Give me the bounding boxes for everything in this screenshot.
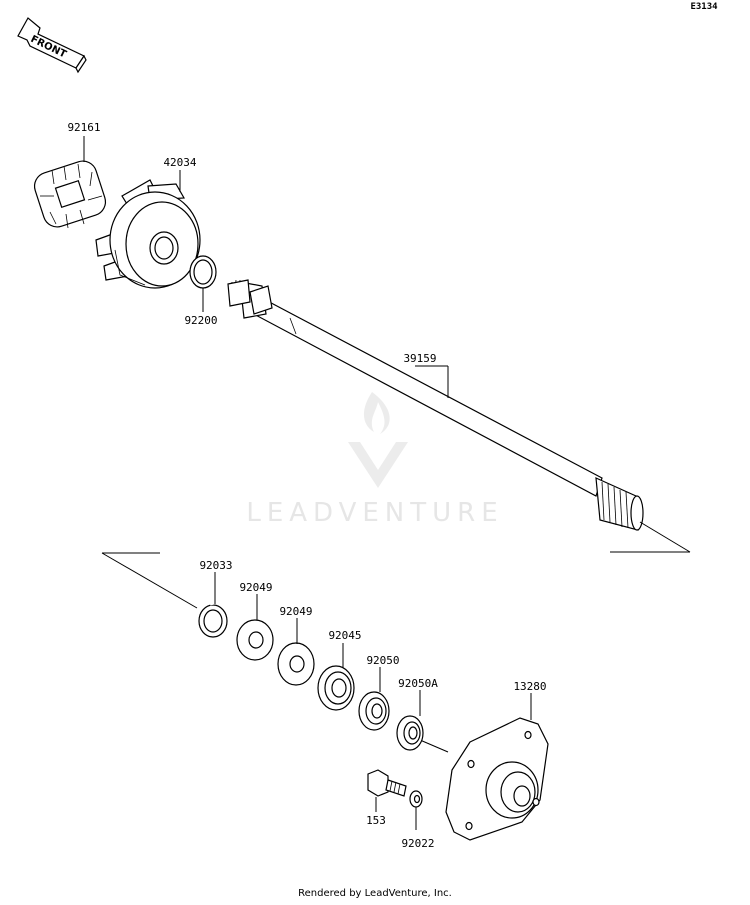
label-92033: 92033: [199, 559, 232, 572]
label-39159: 39159: [403, 352, 436, 365]
label-92050: 92050: [366, 654, 399, 667]
part-92050-oil-seal: [358, 691, 390, 731]
leadventure-watermark: LEADVENTURE: [246, 392, 503, 528]
part-92200-washer: [189, 255, 217, 289]
part-92045-bearing: [317, 665, 355, 711]
front-arrow-icon: FRONT: [17, 17, 87, 74]
label-92022: 92022: [401, 837, 434, 850]
part-42034-coupling: [95, 179, 201, 289]
label-92161: 92161: [67, 121, 100, 134]
part-92049-seal-b: [277, 642, 315, 686]
label-92045: 92045: [328, 629, 361, 642]
label-42034: 42034: [163, 156, 196, 169]
reference-line-housing: [419, 739, 449, 753]
label-92200: 92200: [184, 314, 217, 327]
part-92049-seal-a: [236, 619, 274, 661]
diagram-code: E3134: [690, 2, 718, 12]
reference-line-lower: [101, 552, 198, 609]
part-13280-bearing-housing: [445, 717, 549, 841]
part-39159-drive-shaft: [227, 279, 644, 531]
part-92161-damper: [33, 160, 107, 229]
part-92022-washer: [409, 790, 423, 808]
part-153-bolt: [367, 769, 407, 797]
footer-credit: Rendered by LeadVenture, Inc.: [298, 888, 452, 899]
watermark-text: LEADVENTURE: [246, 498, 503, 528]
label-92049-b: 92049: [279, 605, 312, 618]
part-92050A-oil-seal: [396, 715, 424, 751]
part-92033-circlip: [198, 600, 228, 638]
label-153: 153: [366, 814, 386, 827]
label-13280: 13280: [513, 680, 546, 693]
label-92049-a: 92049: [239, 581, 272, 594]
label-92050A: 92050A: [398, 677, 438, 690]
reference-line-upper: [639, 521, 691, 553]
